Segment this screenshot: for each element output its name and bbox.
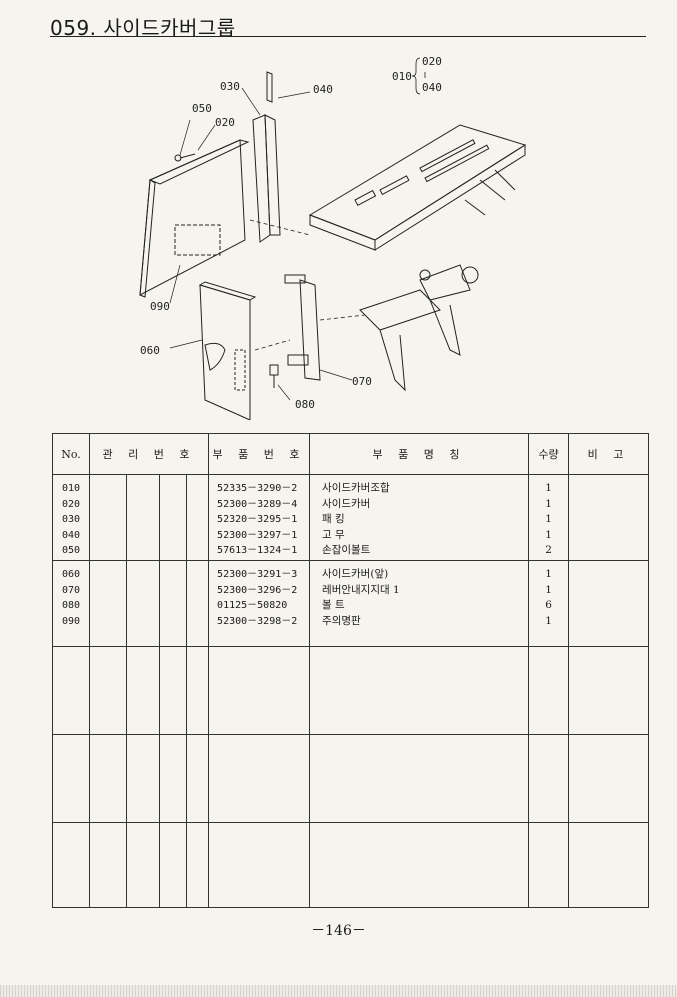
page-number: －146－	[311, 923, 366, 939]
header-remark: 비 고	[568, 433, 650, 475]
packing-030	[252, 114, 281, 243]
callout-030: 030	[220, 80, 240, 93]
callout-040: 040	[313, 83, 333, 96]
callout-070: 070	[352, 375, 372, 388]
table-cell: 52300－3297－1	[217, 529, 298, 541]
table-cell: 1	[545, 614, 552, 627]
scan-artifact	[0, 985, 677, 997]
table-cell: 1	[545, 583, 552, 596]
lever-mechanism	[359, 264, 479, 392]
part-name-cell: 사이드카버(앞) 레버안내지지대 1 볼 트 주의명판	[309, 560, 530, 647]
callout-040-top: 040	[422, 81, 442, 94]
diagram-drawing	[139, 57, 527, 421]
header-quantity: 수량	[528, 433, 570, 475]
callout-050: 050	[192, 102, 212, 115]
table-cell: 020	[61, 498, 81, 510]
table-cell: 패 킹	[322, 513, 345, 526]
table-cell: 52335－3290－2	[217, 483, 298, 494]
side-cover-020	[139, 139, 250, 298]
table-cell: 52300－3296－2	[217, 584, 298, 596]
table-row-group: 010 020 030 040 050 52335－3290－2 52300－3…	[52, 474, 650, 561]
assembly-guides	[249, 219, 366, 351]
table-cell: 사이드카버조합	[322, 482, 390, 494]
rubber-040	[266, 71, 273, 103]
callout-090: 090	[150, 300, 170, 313]
control-cell	[159, 474, 187, 561]
quantity-cell: 1 1 6 1	[528, 560, 570, 647]
table-cell: 사이드카버	[322, 497, 371, 510]
table-cell: 주의명판	[322, 614, 361, 627]
bolt-080	[269, 364, 279, 388]
no-cell: 060 070 080 090	[52, 560, 90, 647]
header-part-name: 부 품 명 칭	[309, 433, 530, 475]
callout-010: 010	[392, 70, 412, 83]
header-no: No.	[52, 433, 90, 475]
table-cell: 030	[61, 514, 81, 526]
callout-060: 060	[140, 344, 160, 357]
part-number-cell: 52335－3290－2 52300－3289－4 52320－3295－1 5…	[208, 474, 311, 561]
table-cell: 52300－3291－3	[217, 569, 298, 580]
table-cell: 070	[61, 584, 81, 596]
assembly-bracket	[411, 57, 426, 95]
table-cell: 6	[545, 599, 552, 612]
control-cell	[185, 474, 210, 561]
table-cell: 2	[545, 544, 552, 557]
parts-table: No. 관 리 번 호 부 품 번 호 부 품 명 칭 수량 비 고 010 0…	[52, 433, 650, 908]
callout-080: 080	[295, 398, 315, 411]
no-cell: 010 020 030 040 050	[52, 474, 90, 561]
quantity-cell: 1 1 1 1 2	[528, 474, 570, 561]
table-cell: 52320－3295－1	[217, 514, 298, 526]
table-cell: 52300－3289－4	[217, 498, 298, 510]
table-cell: 57613－1324－1	[217, 545, 298, 557]
callout-leaders	[169, 87, 353, 401]
part-number-cell: 52300－3291－3 52300－3296－2 01125－50820 52…	[208, 560, 311, 647]
control-cell	[126, 474, 160, 561]
table-cell: 1	[545, 568, 552, 580]
callout-020: 020	[215, 116, 235, 129]
table-row-empty	[52, 734, 650, 823]
table-cell: 050	[61, 545, 81, 557]
table-row-empty	[52, 646, 650, 735]
table-cell: 볼 트	[322, 599, 345, 612]
table-cell: 060	[61, 569, 81, 580]
table-cell: 1	[545, 513, 552, 526]
table-cell: 1	[545, 497, 552, 510]
table-cell: 손잡이볼트	[322, 544, 371, 557]
table-row-group: 060 070 080 090 52300－3291－3 52300－3296－…	[52, 560, 650, 647]
table-cell: 040	[61, 529, 81, 541]
front-side-cover-060	[198, 281, 257, 421]
control-cell	[89, 474, 127, 561]
table-cell: 사이드카버(앞)	[322, 568, 389, 580]
table-cell: 01125－50820	[217, 600, 288, 612]
remark-cell	[568, 474, 650, 561]
control-cell	[185, 560, 210, 647]
title-divider	[50, 36, 646, 37]
table-cell: 레버안내지지대 1	[322, 583, 400, 596]
machine-frame	[308, 124, 527, 251]
table-cell: 080	[61, 600, 81, 612]
lever-guide-support-070	[284, 274, 321, 381]
table-cell: 고 무	[322, 528, 345, 541]
control-cell	[159, 560, 187, 647]
header-part-number: 부 품 번 호	[208, 433, 311, 475]
table-row-empty	[52, 822, 650, 908]
table-header-row: No. 관 리 번 호 부 품 번 호 부 품 명 칭 수량 비 고	[52, 433, 650, 475]
header-control-number: 관 리 번 호	[88, 433, 210, 475]
table-cell: 1	[545, 482, 552, 494]
table-cell: 52300－3298－2	[217, 615, 298, 627]
table-cell: 010	[61, 483, 81, 494]
table-cell: 090	[61, 615, 81, 627]
table-cell: 1	[545, 528, 552, 541]
part-name-cell: 사이드카버조합 사이드카버 패 킹 고 무 손잡이볼트	[309, 474, 530, 561]
callout-020-top: 020	[422, 55, 442, 68]
control-cell	[89, 560, 127, 647]
exploded-parts-diagram: 010 020 040 030 040 050 020 090 060 070 …	[120, 50, 540, 421]
control-cell	[126, 560, 160, 647]
remark-cell	[568, 560, 650, 647]
